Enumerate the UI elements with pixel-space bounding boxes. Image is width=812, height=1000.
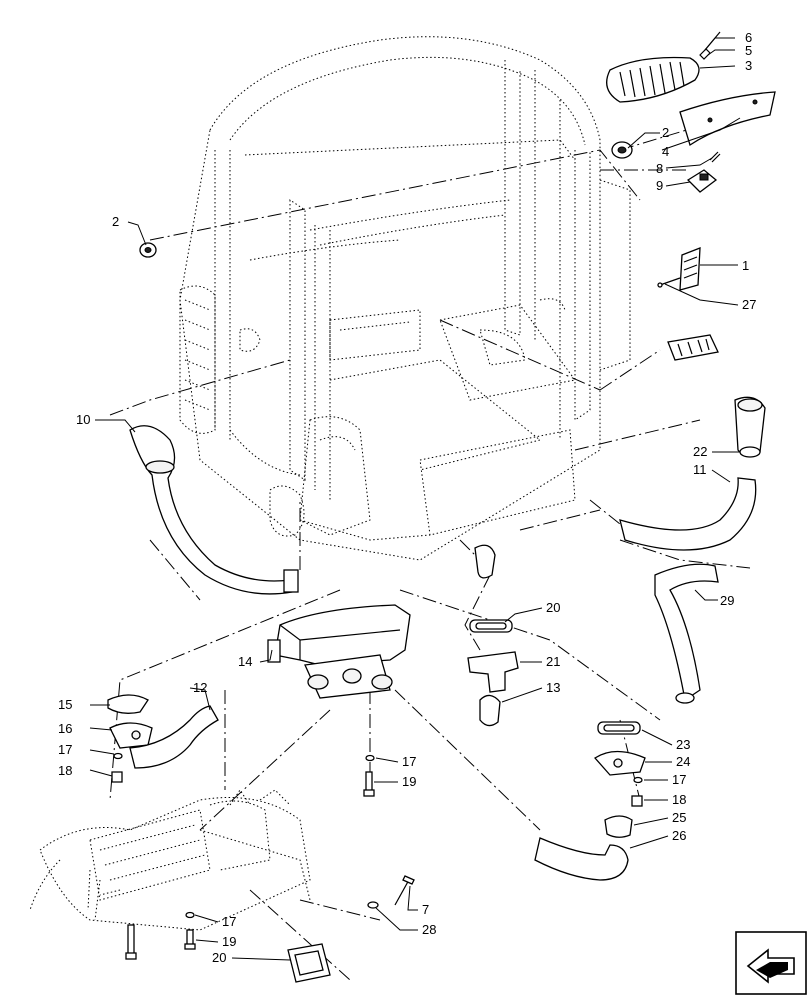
part-1-vent (679, 247, 701, 291)
part-29-hose (654, 563, 719, 704)
callout-1: 1 (742, 258, 749, 273)
cab-frame (179, 36, 631, 561)
lower-assembly (29, 789, 311, 931)
part-18-nut-b (631, 795, 643, 807)
part-20-gasket-upper (469, 619, 513, 633)
part-14-heater-box (267, 604, 411, 699)
part-6-screw (699, 31, 721, 60)
callout-17-b: 17 (402, 754, 416, 769)
part-9-clip (686, 169, 718, 193)
callout-8: 8 (656, 161, 663, 176)
callout-12: 12 (193, 680, 207, 695)
part-24-adapter (594, 750, 646, 776)
callout-20-lower: 20 (212, 950, 226, 965)
callout-22: 22 (693, 444, 707, 459)
part-2-grommet-left (139, 242, 157, 258)
callout-15: 15 (58, 697, 72, 712)
callout-9: 9 (656, 178, 663, 193)
part-17-washer-c (633, 776, 643, 784)
part-20-gasket-lower (287, 943, 331, 983)
part-26-hose (534, 837, 629, 881)
callout-3: 3 (745, 58, 752, 73)
callout-11: 11 (693, 462, 707, 477)
callout-17-a: 17 (58, 742, 72, 757)
part-8-screw (709, 151, 721, 163)
part-vent-louver (667, 334, 719, 361)
part-19-bolt-a (363, 771, 375, 797)
part-17-washer-d (185, 911, 195, 919)
part-17-washer-b (365, 754, 375, 762)
callout-21: 21 (546, 654, 560, 669)
callout-25: 25 (672, 810, 686, 825)
callout-10: 10 (76, 412, 90, 427)
part-25-sleeve (604, 815, 633, 838)
callout-28: 28 (422, 922, 436, 937)
leader-lines (89, 37, 741, 961)
callout-19-b: 19 (222, 934, 236, 949)
callout-14: 14 (238, 654, 252, 669)
part-17-washer-a (113, 752, 123, 760)
part-4-panel (679, 91, 776, 147)
part-23-gasket (597, 721, 641, 735)
callout-7: 7 (422, 902, 429, 917)
callout-2-right: 2 (662, 125, 669, 140)
part-7-bolt (394, 875, 415, 906)
callout-4: 4 (662, 144, 669, 159)
part-upper-sleeve (474, 544, 496, 579)
part-3-grille (606, 56, 700, 103)
part-27-screw (657, 277, 681, 288)
callout-17-d: 17 (222, 914, 236, 929)
part-15-gasket (107, 694, 149, 714)
callout-18-a: 18 (58, 763, 72, 778)
part-28-washer (367, 901, 379, 909)
part-11-hose (619, 477, 757, 551)
callout-17-c: 17 (672, 772, 686, 787)
callout-2-left: 2 (112, 214, 119, 229)
part-12-hose (129, 705, 219, 769)
callout-18-b: 18 (672, 792, 686, 807)
part-19-bolt-b (184, 929, 196, 950)
callout-20-upper: 20 (546, 600, 560, 615)
callout-29: 29 (720, 593, 734, 608)
callout-5: 5 (745, 43, 752, 58)
callout-16: 16 (58, 721, 72, 736)
callout-6: 6 (745, 30, 752, 45)
assembly-lines (109, 119, 751, 981)
callout-23: 23 (676, 737, 690, 752)
callout-27: 27 (742, 297, 756, 312)
arrow-icon[interactable] (735, 931, 807, 995)
callout-26: 26 (672, 828, 686, 843)
part-16-adapter (109, 722, 153, 749)
part-lower-bolt (125, 924, 137, 960)
part-21-adapter (467, 651, 519, 693)
part-2-grommet-right (611, 141, 633, 159)
part-10-hose (129, 425, 299, 595)
callout-13: 13 (546, 680, 560, 695)
part-13-sleeve (479, 694, 501, 727)
callout-19-a: 19 (402, 774, 416, 789)
part-22-nozzle (734, 396, 766, 458)
callout-labels: 6 5 3 2 4 8 9 2 1 27 10 22 11 29 20 21 1… (58, 30, 756, 965)
callout-24: 24 (676, 754, 690, 769)
part-18-nut-a (111, 771, 123, 783)
